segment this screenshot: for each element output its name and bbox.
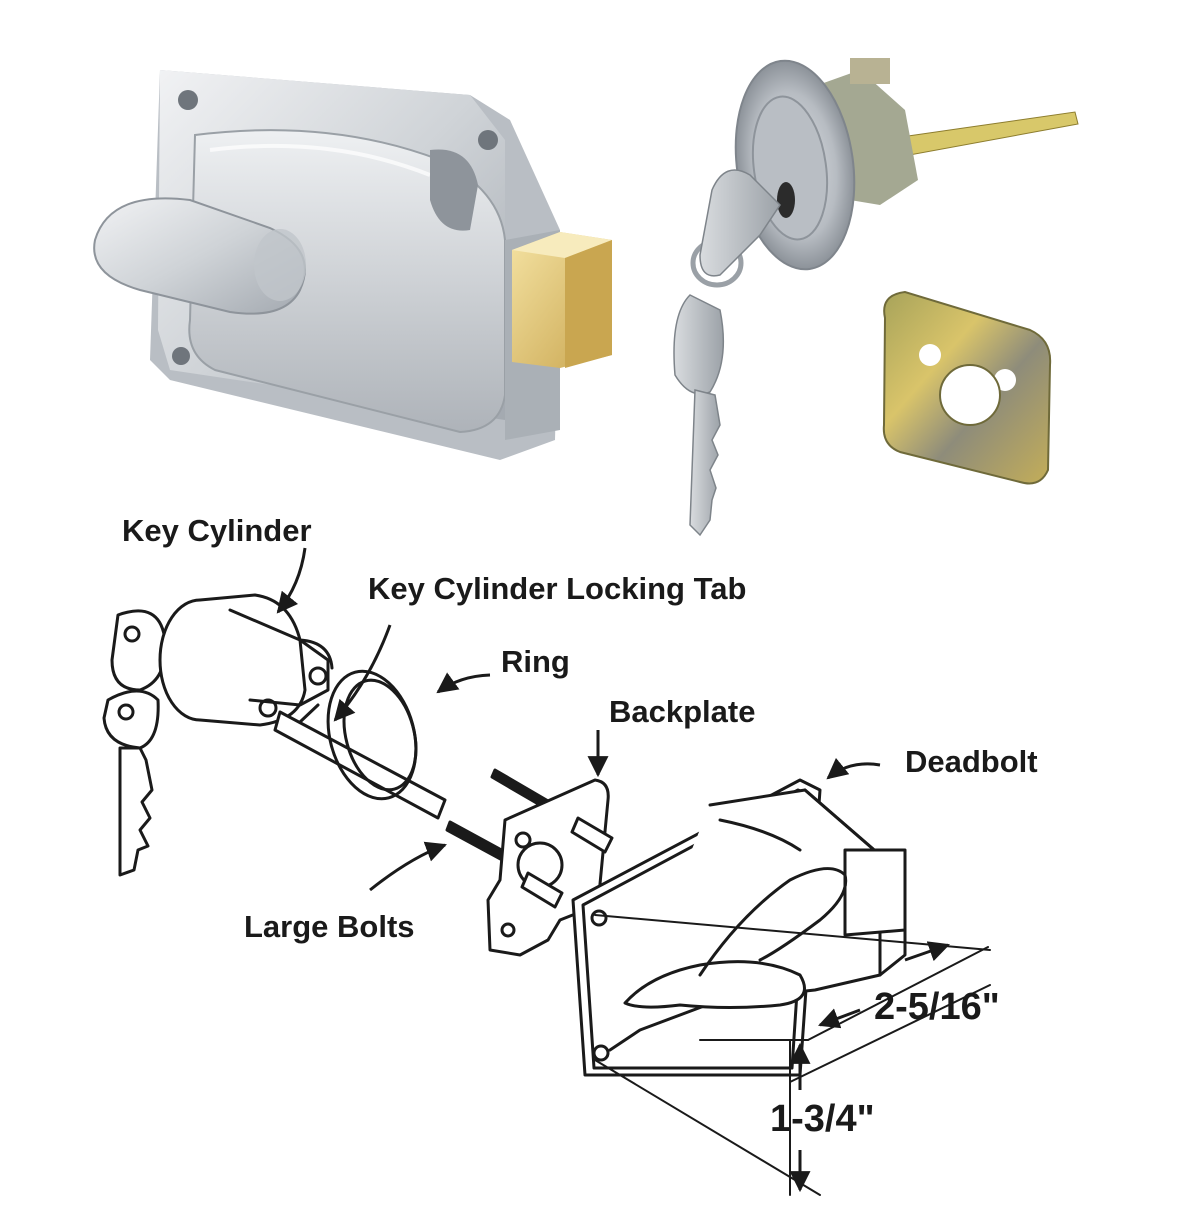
label-dim-height: 1-3/4" — [770, 1098, 875, 1140]
tailpiece-line — [273, 710, 447, 820]
deadbolt-line-drawing — [571, 778, 907, 1077]
label-large-bolts: Large Bolts — [244, 909, 415, 944]
backplate-photo — [882, 290, 1052, 485]
arrow-dim-depth-b — [818, 1008, 861, 1029]
arrow-ring — [436, 672, 491, 694]
label-locking-tab: Key Cylinder Locking Tab — [368, 571, 747, 606]
arrow-dim-depth-a — [904, 941, 950, 962]
label-dim-depth: 2-5/16" — [874, 986, 1000, 1028]
arrow-deadbolt — [826, 757, 881, 780]
arrow-large-bolts — [369, 841, 447, 892]
key-cylinder-line-drawing — [158, 593, 334, 727]
label-ring: Ring — [501, 644, 570, 679]
arrow-key-cylinder — [276, 547, 307, 614]
leader-arrows — [276, 547, 950, 1193]
label-deadbolt: Deadbolt — [905, 744, 1038, 779]
exploded-line-drawing — [102, 593, 991, 1196]
lock-body-photo — [93, 70, 612, 460]
key-line-drawing — [102, 609, 167, 877]
label-key-cylinder: Key Cylinder — [122, 513, 312, 548]
label-backplate: Backplate — [609, 694, 756, 729]
key-cylinder-photo — [673, 58, 1079, 537]
arrow-locking-tab — [333, 624, 392, 722]
ring-line-drawing — [326, 669, 418, 801]
